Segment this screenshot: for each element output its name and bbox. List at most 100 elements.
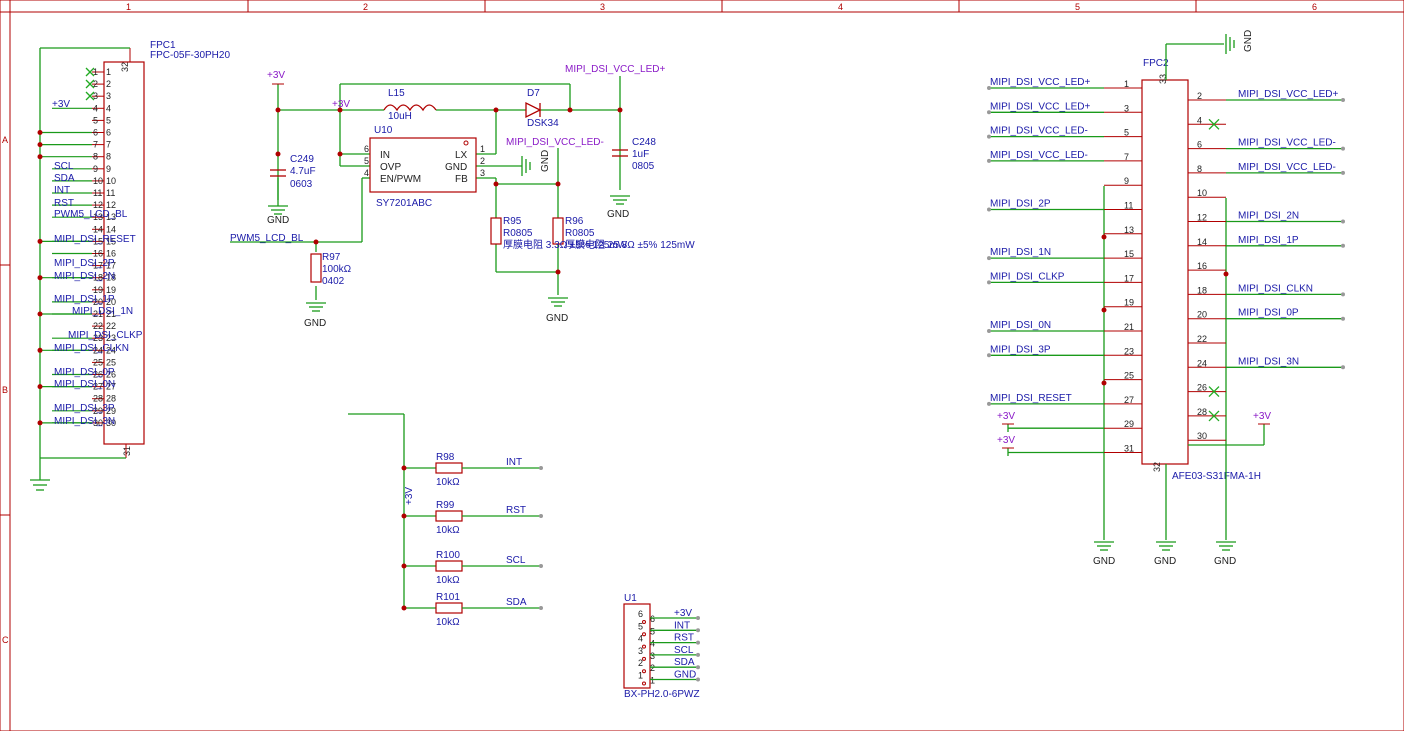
fpc1-pinnum-9: 9 (93, 164, 98, 174)
resistor-r97[interactable] (310, 253, 322, 283)
fpc1-pinnum-16: 16 (93, 249, 103, 259)
fpc1-net-clkp: MIPI_DSI_CLKP (68, 330, 143, 341)
resistor-r99[interactable] (435, 510, 463, 522)
fpc1-pin-21: 21 (106, 309, 116, 319)
fpc2-connector[interactable]: FPC2 AFE03-S31FMA-1H 33 32 GND GND GND G… (987, 30, 1345, 567)
fpc2-gnd-label-1: GND (1093, 556, 1115, 567)
fpc1-pinnum-21: 21 (93, 309, 103, 319)
r95-pkg: R0805 (503, 228, 533, 239)
fpc2-pinnum: 21 (1124, 322, 1134, 332)
fpc1-net-1n: MIPI_DSI_1N (72, 306, 133, 317)
fpc1-pin-6: 6 (106, 128, 111, 138)
fpc2-left-net: MIPI_DSI_RESET (990, 393, 1072, 404)
pullup-val: 10kΩ (436, 477, 460, 488)
fpc2-left-pin: 21 MIPI_DSI_0N (987, 320, 1142, 333)
fpc2-bottom-gnd-symbols (1094, 541, 1236, 551)
u1-net: +3V (674, 608, 692, 619)
r96-gnd-label: GND (546, 313, 568, 324)
fpc1-pinnum-27: 27 (93, 382, 103, 392)
fpc2-pinnum: 26 (1197, 383, 1207, 393)
fpc2-3v-right: +3V (1253, 411, 1271, 422)
resistor-r96[interactable] (552, 217, 564, 245)
r95-desc: 厚膜电阻 3.3Ω ±5% 125mW (503, 238, 628, 251)
fpc2-pinnum: 18 (1197, 285, 1207, 295)
u10-pinnum-5: 5 (364, 156, 369, 166)
fpc2-left-net: MIPI_DSI_0N (990, 320, 1051, 331)
fpc1-net-2p: MIPI_DSI_2P (54, 258, 115, 269)
u1-pinnum: 2 (638, 658, 643, 668)
fpc1-pin-12: 12 (106, 200, 116, 210)
u1-pinnum: 5 (638, 621, 643, 631)
fpc2-pinnum: 9 (1124, 176, 1129, 186)
net-led-plus: MIPI_DSI_VCC_LED+ (565, 64, 665, 75)
u10-pin-in: IN (380, 150, 390, 161)
fpc2-right-pin: 28 (1188, 407, 1226, 422)
capacitor-c249[interactable] (270, 169, 286, 177)
fpc1-net-reset: MIPI_DSI_RESET (54, 234, 136, 245)
col-label-1: 1 (126, 2, 131, 12)
fpc2-right-pin: 16 (1188, 261, 1226, 271)
fpc1-pin-18: 18 (106, 273, 116, 283)
fpc1-pinnum-10: 10 (93, 176, 103, 186)
pullup-ref: R99 (436, 500, 455, 511)
u10-pin-lx: LX (455, 150, 468, 161)
fpc1-pin-26: 26 (106, 370, 116, 380)
resistor-r95[interactable] (490, 217, 502, 245)
fpc1-pin-1: 1 (106, 67, 111, 77)
fpc2-left-pin: 13 (1104, 225, 1142, 235)
u10-pin-ovp: OVP (380, 162, 401, 173)
fpc2-right-pin: 22 (1188, 334, 1226, 344)
r96-pkg: R0805 (565, 228, 595, 239)
pullup-net: INT (506, 457, 522, 468)
pullup-row-r98[interactable]: R98 10kΩ INT (401, 452, 544, 488)
boost-3v-label: +3V (267, 70, 285, 81)
fpc2-top-gnd-symbol (1225, 34, 1235, 54)
fpc2-left-pin: 19 (1104, 298, 1142, 308)
fpc2-pin33: 33 (1158, 74, 1168, 84)
u1-pinnum-out: 3 (650, 651, 655, 661)
fpc2-right-net: MIPI_DSI_3N (1238, 356, 1299, 367)
u10-pin-gnd: GND (445, 162, 467, 173)
fpc1-pinnum-25: 25 (93, 357, 103, 367)
fpc1-pin-2: 2 (106, 79, 111, 89)
pullup-ref: R98 (436, 452, 455, 463)
fpc2-pinnum: 22 (1197, 334, 1207, 344)
c249-pkg: 0603 (290, 179, 313, 190)
capacitor-c248[interactable] (612, 149, 628, 157)
pullup-val: 10kΩ (436, 525, 460, 536)
fpc1-pin-22: 22 (106, 321, 116, 331)
l15-ref: L15 (388, 88, 405, 99)
u10-ic[interactable] (369, 137, 477, 193)
resistor-r100[interactable] (435, 560, 463, 572)
fpc2-3v-left-1: +3V (997, 411, 1015, 422)
boost-converter[interactable]: +3V +3V L15 10uH D7 DSK34 MIPI_DSI_VCC_L… (230, 64, 695, 329)
fpc2-right-net: MIPI_DSI_0P (1238, 308, 1299, 319)
fpc2-pinnum: 17 (1124, 273, 1134, 283)
fpc1-pin-3: 3 (106, 91, 111, 101)
fpc1-connector[interactable]: FPC1 FPC-05F-30PH20 32 31 11223344556677… (92, 40, 230, 458)
fpc2-right-net: MIPI_DSI_VCC_LED+ (1238, 89, 1338, 100)
fpc1-pinnum-12: 12 (93, 200, 103, 210)
inductor-l15[interactable] (383, 104, 437, 112)
resistor-r98[interactable] (435, 462, 463, 474)
r96-gnd-symbol (548, 297, 568, 307)
c248-pkg: 0805 (632, 161, 655, 172)
fpc1-pin-13: 13 (106, 212, 116, 222)
fpc1-pinnum-23: 23 (93, 333, 103, 343)
d7-part: DSK34 (527, 118, 559, 129)
diode-d7[interactable] (525, 101, 542, 119)
row-label-a: A (2, 135, 8, 145)
resistor-r101[interactable] (435, 602, 463, 614)
pullup-resistors[interactable]: +3V R9810kΩINTR9910kΩRSTR10010kΩSCLR1011… (348, 413, 544, 628)
u1-pinnum: 1 (638, 671, 643, 681)
